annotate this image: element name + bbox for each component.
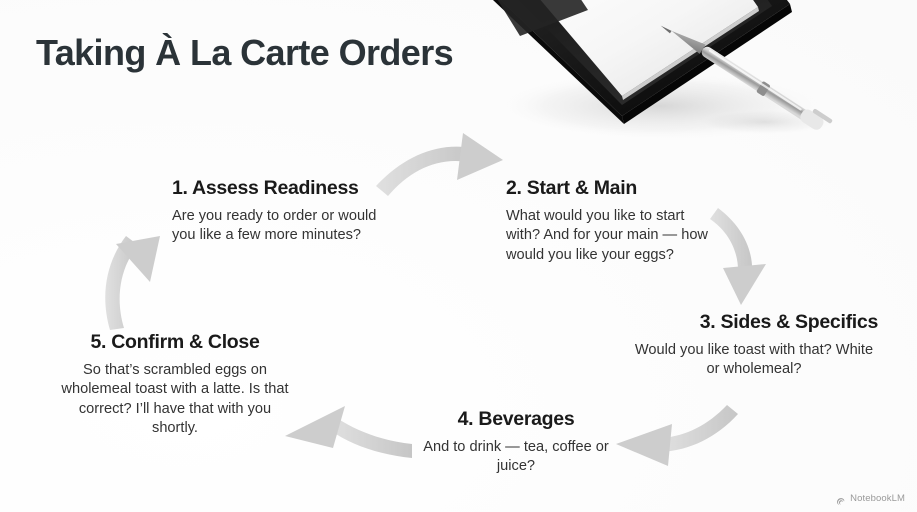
arrow-step2-to-step3 xyxy=(710,208,766,305)
step-3-sides-and-specifics: 3. Sides & Specifics Would you like toas… xyxy=(630,311,879,380)
step-5-confirm-and-close: 5. Confirm & Close So that’s scrambled e… xyxy=(58,331,292,439)
step-4-heading: 4. Beverages xyxy=(457,408,575,430)
step-3-heading: 3. Sides & Specifics xyxy=(699,311,879,333)
notebooklm-spiral-icon xyxy=(836,494,846,505)
notebooklm-watermark: NotebookLM xyxy=(836,493,905,505)
arrow-step1-to-step2 xyxy=(376,133,503,196)
step-4-body: And to drink — tea, coffee or juice? xyxy=(423,438,609,475)
step-2-body: What would you like to start with? And f… xyxy=(506,207,708,263)
step-4-beverages: 4. Beverages And to drink — tea, coffee … xyxy=(418,408,614,477)
step-1-assess-readiness: 1. Assess Readiness Are you ready to ord… xyxy=(172,177,392,246)
step-2-heading: 2. Start & Main xyxy=(506,177,637,199)
step-1-body: Are you ready to order or would you like… xyxy=(172,207,377,244)
step-3-body: Would you like toast with that? White or… xyxy=(634,341,874,378)
step-2-start-and-main: 2. Start & Main What would you like to s… xyxy=(506,177,718,265)
arrow-step4-to-step5 xyxy=(285,406,412,458)
notepad-and-pen-photo xyxy=(470,0,917,156)
step-1-heading: 1. Assess Readiness xyxy=(172,177,359,199)
step-5-body: So that’s scrambled eggs on wholemeal to… xyxy=(61,361,289,437)
watermark-label: NotebookLM xyxy=(850,493,905,504)
step-5-heading: 5. Confirm & Close xyxy=(90,331,260,353)
arrow-step3-to-step4 xyxy=(616,405,738,466)
page-title: Taking À La Carte Orders xyxy=(36,32,454,73)
arrow-step5-to-step1 xyxy=(105,236,160,330)
